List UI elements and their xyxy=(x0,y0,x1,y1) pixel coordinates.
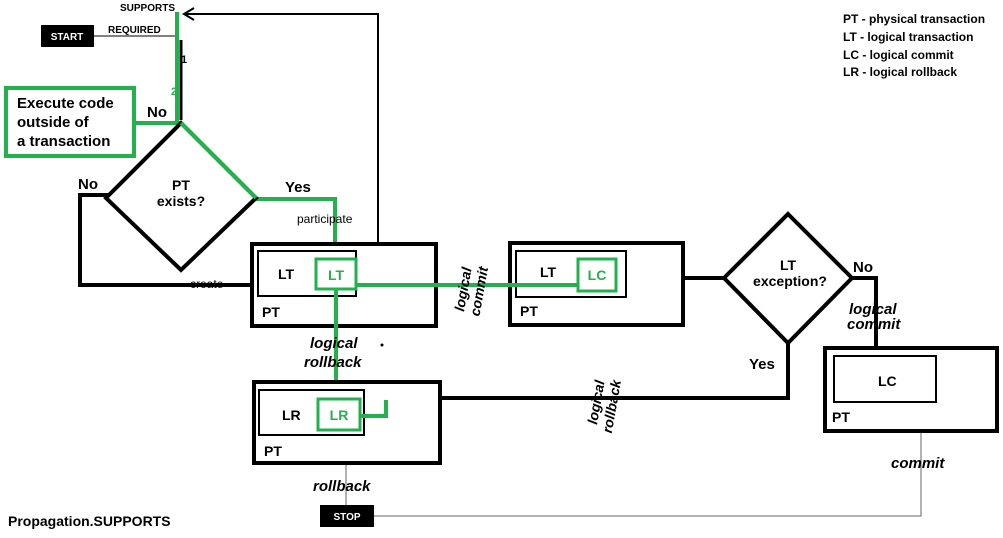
exception-no-line xyxy=(852,276,878,348)
lr-bracket-overlay xyxy=(361,400,388,418)
start-box xyxy=(41,25,94,47)
pt-label-2: PT xyxy=(520,303,538,319)
rollback-label: rollback xyxy=(313,478,371,495)
lt-label: LT xyxy=(278,266,295,282)
legend-item-lc: LC - logical commit xyxy=(843,48,954,62)
no-right-label: No xyxy=(853,259,873,276)
stop-label: STOP xyxy=(333,512,360,523)
logical-commit-line1: logical xyxy=(451,265,475,313)
yes-top-label: Yes xyxy=(285,179,311,196)
logical-commit-right-line2: commit xyxy=(847,316,901,333)
lt-exception-line1: LT xyxy=(780,257,797,273)
path-2-label: 2 xyxy=(171,86,177,98)
lc-box-frame xyxy=(833,355,937,403)
pt-label-4: PT xyxy=(832,409,850,425)
commit-line xyxy=(374,431,922,517)
legend-item-lt: LT - logical transaction xyxy=(843,30,973,44)
logical-rollback-line1: logical xyxy=(310,335,358,352)
legend: PT - physical transaction LT - logical t… xyxy=(843,12,985,79)
lc-green-label: LC xyxy=(588,267,607,283)
yes-participate-line xyxy=(256,197,337,260)
lr-green-label: LR xyxy=(330,407,349,423)
lt-exception-line2: exception? xyxy=(753,273,827,289)
logical-rollback-mid-line1: logical xyxy=(584,378,608,426)
execute-box-frame xyxy=(4,86,136,158)
no-branch-loop xyxy=(78,193,252,287)
pt-box-4: LC PT xyxy=(823,346,999,433)
required-label: REQUIRED xyxy=(108,25,161,36)
stray-dot xyxy=(380,343,384,347)
execute-line2: outside of xyxy=(17,114,90,131)
lt-exception-diamond: LT exception? xyxy=(721,211,855,346)
legend-item-lr: LR - logical rollback xyxy=(843,65,957,79)
lr-label: LR xyxy=(282,407,301,423)
execute-line1: Execute code xyxy=(17,95,114,112)
supports-label: SUPPORTS xyxy=(120,3,175,14)
return-arrowhead xyxy=(182,7,195,21)
stop-box xyxy=(320,505,374,527)
participate-label: participate xyxy=(297,212,353,226)
commit-label: commit xyxy=(891,455,945,472)
footer-title: Propagation.SUPPORTS xyxy=(8,513,171,529)
execute-line3: a transaction xyxy=(17,133,110,150)
start-label: START xyxy=(51,32,84,43)
lt-green-label: LT xyxy=(328,267,345,283)
lc-label: LC xyxy=(878,373,897,389)
execute-outside-box: Execute code outside of a transaction xyxy=(4,86,136,158)
logical-commit-label: logical commit xyxy=(451,264,491,317)
no-left-label: No xyxy=(78,176,98,193)
lc-green-frame xyxy=(576,257,618,293)
pt-exists-diamond: PT exists? xyxy=(103,120,259,273)
pt-label-3: PT xyxy=(264,443,282,459)
path-1-label: 1 xyxy=(181,54,187,66)
pt-label-1: PT xyxy=(262,304,280,320)
exception-yes-line xyxy=(440,343,790,400)
pt-box-3: LR LR PT xyxy=(252,380,442,465)
yes-right-label: Yes xyxy=(749,356,775,373)
logical-rollback-mid-label: logical rollback xyxy=(584,377,624,434)
legend-item-pt: PT - physical transaction xyxy=(843,12,985,26)
logical-rollback-line2: rollback xyxy=(304,354,362,371)
lr-green-frame xyxy=(316,397,362,432)
start-node: START xyxy=(41,25,94,47)
lt2-label: LT xyxy=(540,264,557,280)
no-top-label: No xyxy=(147,104,167,121)
pt-exists-line1: PT xyxy=(172,177,190,193)
lt-exception-shape xyxy=(721,211,855,346)
logical-commit-right-line1: logical xyxy=(849,301,897,318)
pt-exists-line2: exists? xyxy=(157,193,205,209)
stop-node: STOP xyxy=(320,505,374,527)
pt-exists-green-edge xyxy=(179,121,258,200)
create-label: create xyxy=(190,277,224,291)
